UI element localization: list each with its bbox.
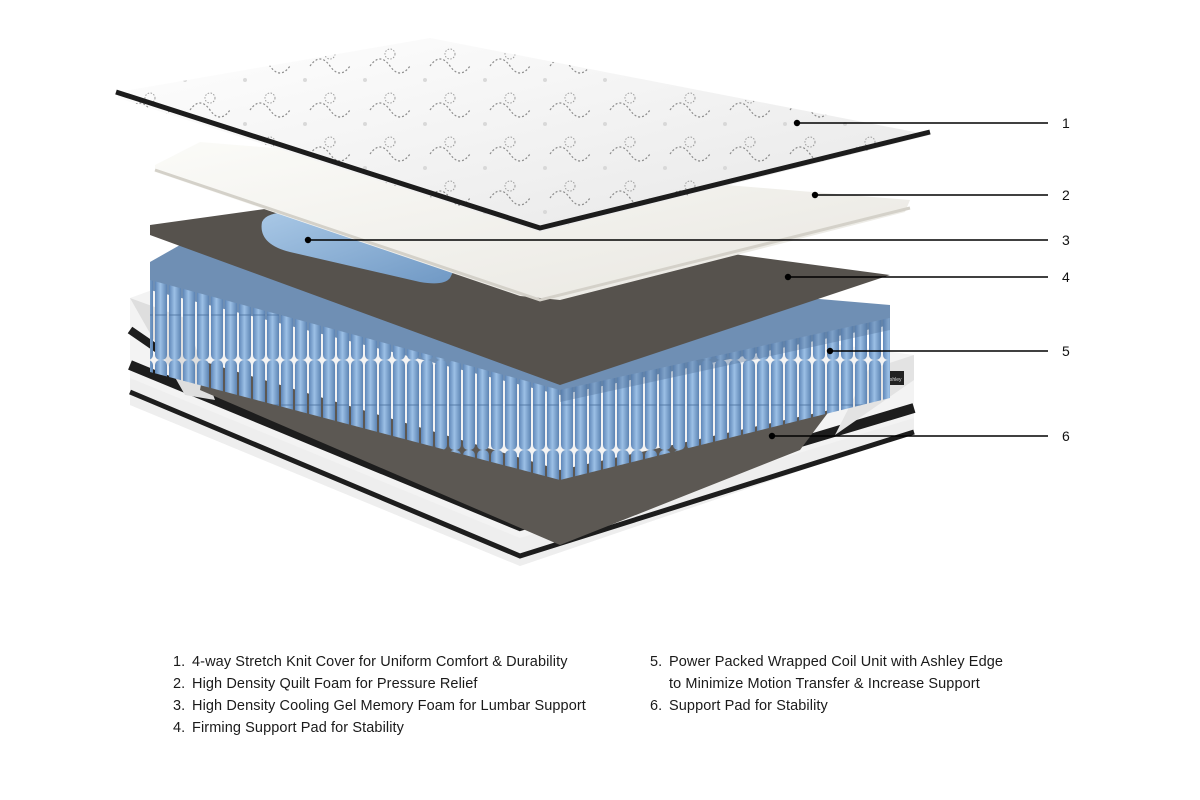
- callout-number-2: 2: [1062, 187, 1070, 203]
- legend-text: Firming Support Pad for Stability: [192, 720, 405, 736]
- legend-item: 4. Firming Support Pad for Stability: [173, 717, 586, 739]
- legend-text: Power Packed Wrapped Coil Unit with Ashl…: [669, 654, 1004, 670]
- callout-number-3: 3: [1062, 232, 1070, 248]
- gel-memory-foam-layer: [261, 212, 460, 284]
- leader-dot-2: [811, 191, 819, 199]
- knit-cover-layer: [115, 38, 931, 232]
- legend-text: High Density Quilt Foam for Pressure Rel…: [192, 676, 478, 692]
- legend-text: 4-way Stretch Knit Cover for Uniform Com…: [192, 654, 568, 670]
- legend-number: 2.: [173, 676, 186, 692]
- leader-dots: [304, 119, 834, 440]
- legend-number: 1.: [173, 654, 186, 670]
- legend-item: 1. 4-way Stretch Knit Cover for Uniform …: [173, 651, 586, 673]
- legend-number: 4.: [173, 720, 186, 736]
- legend-right-column: 5. Power Packed Wrapped Coil Unit with A…: [650, 651, 1003, 717]
- legend-number: 3.: [173, 698, 186, 714]
- leader-dot-6: [768, 432, 776, 440]
- callout-number-1: 1: [1062, 115, 1070, 131]
- leader-lines: [308, 122, 1048, 437]
- legend-item: 5. Power Packed Wrapped Coil Unit with A…: [650, 651, 1003, 673]
- legend-number: 5.: [650, 654, 663, 670]
- legend-item: 2. High Density Quilt Foam for Pressure …: [173, 673, 586, 695]
- legend-text: Support Pad for Stability: [669, 698, 828, 714]
- svg-text:Ashley: Ashley: [886, 377, 902, 383]
- leader-dot-5: [826, 347, 834, 355]
- leader-dot-1: [793, 119, 801, 127]
- legend-number: 6.: [650, 698, 663, 714]
- support-pad-layer: [200, 362, 830, 545]
- legend-item: 6. Support Pad for Stability: [650, 695, 1003, 717]
- legend-text-continuation: to Minimize Motion Transfer & Increase S…: [669, 676, 980, 692]
- legend-left-column: 1. 4-way Stretch Knit Cover for Uniform …: [173, 651, 586, 739]
- callout-number-6: 6: [1062, 428, 1070, 444]
- callout-number-4: 4: [1062, 269, 1070, 285]
- callout-number-5: 5: [1062, 343, 1070, 359]
- legend-text: High Density Cooling Gel Memory Foam for…: [192, 698, 586, 714]
- legend-item: 3. High Density Cooling Gel Memory Foam …: [173, 695, 586, 717]
- leader-dot-3: [304, 236, 312, 244]
- leader-dot-4: [784, 273, 792, 281]
